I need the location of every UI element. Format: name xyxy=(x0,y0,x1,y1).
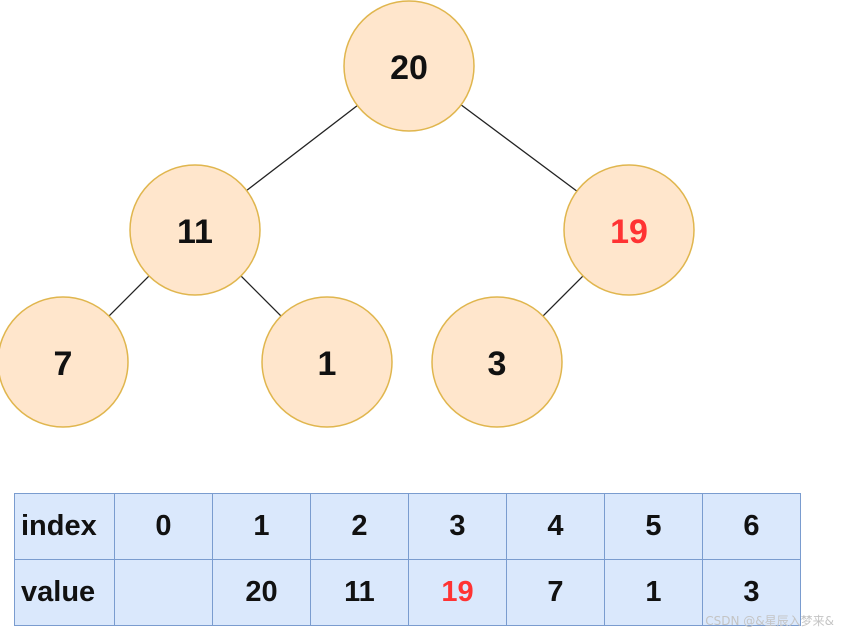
value-cell: 11 xyxy=(310,559,409,626)
heap-array-table: index 0 1 2 3 4 5 6 value 20 11 19 7 1 3 xyxy=(14,493,801,626)
value-cell: 20 xyxy=(212,559,311,626)
index-cell: 2 xyxy=(310,493,409,560)
tree-node: 7 xyxy=(0,296,129,428)
tree-nodes: 20 11 19 7 1 3 xyxy=(0,0,695,428)
tree-node-value: 3 xyxy=(488,345,507,383)
index-row-label: index xyxy=(14,493,115,560)
tree-node: 20 xyxy=(343,0,475,132)
tree-node-value: 1 xyxy=(318,345,337,383)
value-cell xyxy=(114,559,213,626)
value-cell: 7 xyxy=(506,559,605,626)
index-cell: 0 xyxy=(114,493,213,560)
tree-node-circle xyxy=(431,296,563,428)
value-row: value 20 11 19 7 1 3 xyxy=(14,559,801,626)
tree-node-circle xyxy=(129,164,261,296)
heap-tree: 20 11 19 7 1 3 xyxy=(0,0,695,428)
watermark: CSDN @&星辰入梦来& xyxy=(705,614,834,628)
value-row-label: value xyxy=(14,559,115,626)
tree-edge xyxy=(460,104,578,192)
tree-node: 3 xyxy=(431,296,563,428)
value-cell: 3 xyxy=(702,559,801,626)
tree-edge xyxy=(542,275,584,317)
tree-node-circle xyxy=(343,0,475,132)
index-cell: 3 xyxy=(408,493,507,560)
tree-edge xyxy=(108,275,150,317)
tree-node-value: 19 xyxy=(610,213,648,251)
tree-edges xyxy=(108,104,584,317)
value-cell: 1 xyxy=(604,559,703,626)
tree-node-circle xyxy=(563,164,695,296)
tree-node-circle xyxy=(261,296,393,428)
index-cell: 5 xyxy=(604,493,703,560)
tree-node: 19 xyxy=(563,164,695,296)
index-cell: 1 xyxy=(212,493,311,560)
tree-node: 11 xyxy=(129,164,261,296)
tree-edge xyxy=(240,275,282,317)
value-cell: 19 xyxy=(408,559,507,626)
tree-node-circle xyxy=(0,296,129,428)
tree-node-value: 11 xyxy=(177,213,213,251)
tree-node: 1 xyxy=(261,296,393,428)
index-cell: 4 xyxy=(506,493,605,560)
tree-edge xyxy=(246,105,358,191)
index-row: index 0 1 2 3 4 5 6 xyxy=(14,493,801,560)
tree-node-value: 20 xyxy=(390,49,428,87)
index-cell: 6 xyxy=(702,493,801,560)
tree-node-value: 7 xyxy=(54,345,73,383)
